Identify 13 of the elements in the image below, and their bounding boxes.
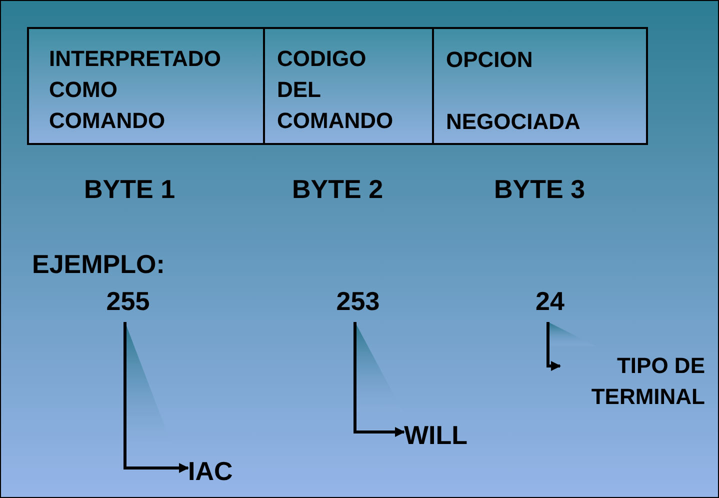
- value-text: IAC: [188, 452, 248, 486]
- table-cell: CODIGO DEL COMANDO: [265, 27, 434, 145]
- byte-label: BYTE 3: [494, 173, 586, 206]
- value-text: 24: [530, 282, 570, 314]
- value-text: 253: [325, 282, 391, 314]
- table-cell: OPCION NEGOCIADA: [434, 27, 648, 145]
- byte-label: BYTE 2: [292, 173, 384, 206]
- value-text: WILL: [404, 416, 490, 450]
- value-text: 255: [95, 282, 161, 314]
- byte-label: BYTE 1: [84, 173, 176, 206]
- example-label: EJEMPLO:: [32, 248, 165, 281]
- table-cell: INTERPRETADO COMO COMANDO: [27, 27, 265, 145]
- value-text: TIPO DE TERMINAL: [560, 350, 705, 414]
